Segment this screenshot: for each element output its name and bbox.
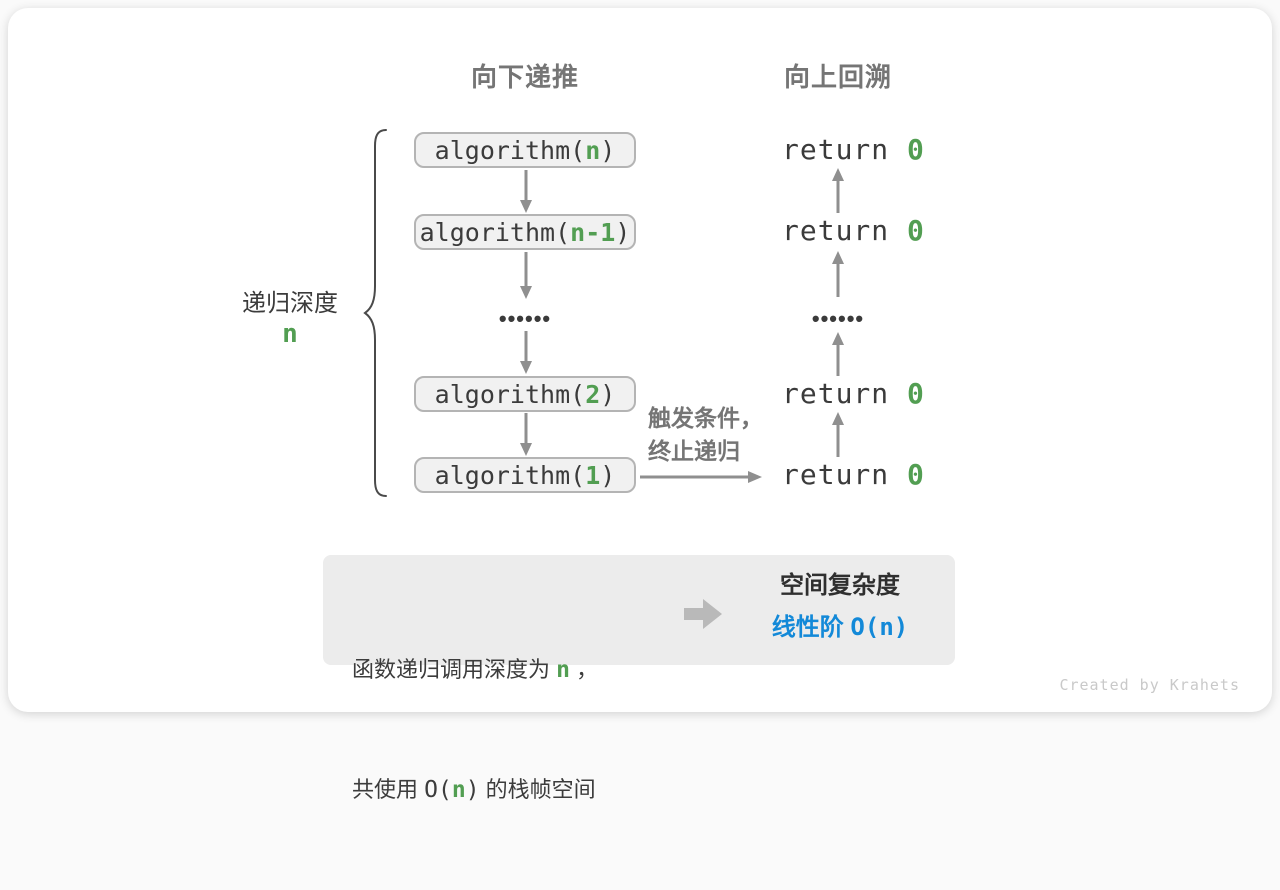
- return-statement-4: return 0: [782, 458, 925, 491]
- up-arrow-4: [832, 412, 844, 457]
- return-statement-1: return 0: [782, 133, 925, 166]
- summary-description-line2: 共使用 O(n) 的栈帧空间: [352, 777, 596, 803]
- stack-frame-box-n-1: algorithm(n-1): [414, 214, 636, 250]
- up-arrow-1: [832, 168, 844, 213]
- summary-panel: [323, 555, 955, 665]
- watermark: Created by Krahets: [1059, 676, 1240, 694]
- down-arrow-3: [520, 331, 532, 374]
- termination-note-line1: 触发条件，: [648, 405, 763, 431]
- down-arrow-1: [520, 170, 532, 213]
- up-arrow-2: [832, 251, 844, 297]
- implies-arrow: [684, 599, 722, 629]
- ellipsis-left: ••••••: [498, 306, 552, 331]
- summary-description: 函数递归调用深度为 n ， 共使用 O(n) 的栈帧空间: [352, 570, 598, 890]
- complexity-title: 空间复杂度: [780, 572, 900, 599]
- down-arrow-2: [520, 252, 532, 299]
- column-header-descend: 向下递推: [470, 62, 579, 92]
- stack-frame-box-n: algorithm(n): [414, 132, 636, 168]
- complexity-value: 线性阶 O(n): [771, 613, 909, 641]
- depth-brace: [363, 129, 387, 497]
- summary-description-line1: 函数递归调用深度为 n ，: [352, 657, 599, 683]
- termination-note: 触发条件， 终止递归: [648, 402, 763, 468]
- stack-frame-box-1: algorithm(1): [414, 457, 636, 493]
- recursion-depth-label: 递归深度: [242, 290, 338, 317]
- diagram-canvas: 向下递推 向上回溯 递归深度 n algorithm(n) algorithm(…: [242, 62, 1240, 803]
- down-arrow-4: [520, 413, 532, 456]
- termination-note-line2: 终止递归: [648, 438, 740, 464]
- ellipsis-right: ••••••: [811, 306, 865, 331]
- up-arrow-3: [832, 332, 844, 376]
- column-header-backtrack: 向上回溯: [783, 62, 892, 92]
- complexity-result: 空间复杂度 线性阶 O(n): [742, 572, 938, 642]
- return-statement-3: return 0: [782, 377, 925, 410]
- return-statement-2: return 0: [782, 214, 925, 247]
- terminate-arrow: [640, 471, 762, 483]
- recursion-depth-variable: n: [282, 319, 298, 349]
- stack-frame-box-2: algorithm(2): [414, 376, 636, 412]
